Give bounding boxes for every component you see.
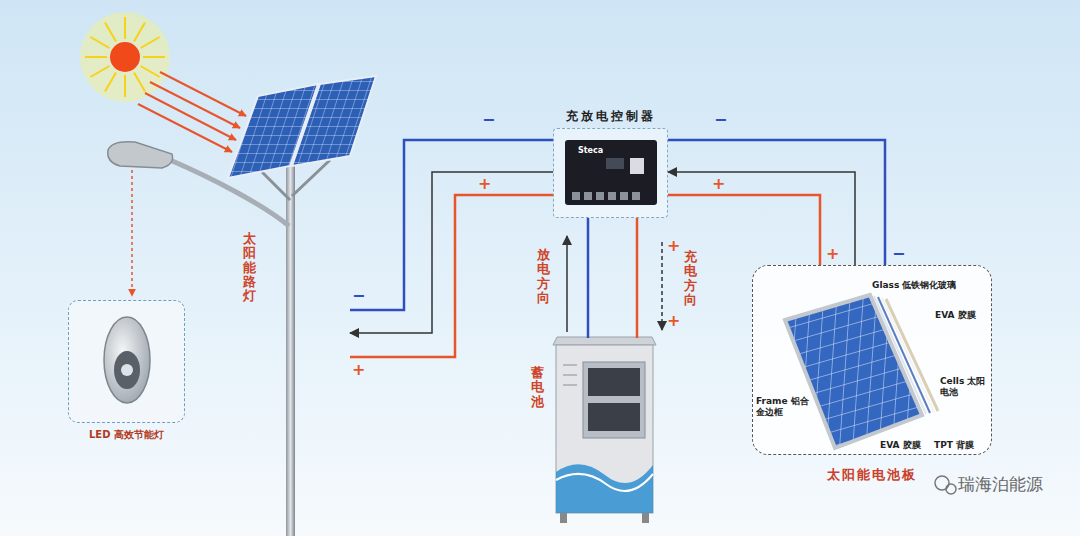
watermark: 瑞海泊能源 xyxy=(958,474,1043,494)
wire-connector xyxy=(662,242,663,330)
watermark-icon xyxy=(935,476,956,494)
wire xyxy=(350,195,553,357)
sun-disc xyxy=(110,42,140,72)
wire-connector xyxy=(350,140,553,357)
cabinet-marks xyxy=(563,365,577,385)
lamp-arm xyxy=(170,160,289,226)
wire xyxy=(661,242,663,330)
polarity-sign: + xyxy=(826,246,839,262)
polarity-sign: + xyxy=(352,362,365,378)
part-name: EVA 胶膜 xyxy=(935,310,976,321)
cabinet-leg xyxy=(560,513,567,523)
led-lamp-drawing xyxy=(68,300,185,423)
box-ground xyxy=(553,128,668,218)
usb-port xyxy=(630,158,644,174)
controller-box: 充放电控制器 xyxy=(553,128,668,218)
led-housing xyxy=(104,317,150,403)
solar-module-box: 太阳能电池板 xyxy=(752,265,992,455)
lamp-head xyxy=(108,142,173,168)
node-label: LED 高效节能灯 xyxy=(89,428,164,442)
polarity-sign: + xyxy=(667,238,680,254)
polarity-sign: + xyxy=(478,176,491,192)
node-label: 太阳能电池板 xyxy=(827,466,917,484)
cabinet-lid xyxy=(553,337,656,345)
pole xyxy=(286,160,295,536)
display xyxy=(606,158,624,169)
layer-tpt xyxy=(886,299,938,411)
leader-line xyxy=(131,170,133,296)
polarity-sign: − xyxy=(352,288,365,304)
polarity-sign: − xyxy=(482,112,495,128)
led-lens xyxy=(114,351,140,389)
polarity-sign: + xyxy=(667,313,680,329)
wire-connector xyxy=(668,140,885,265)
wire xyxy=(668,140,885,265)
part-name: TPT 背膜 xyxy=(934,440,974,451)
solar-module-drawing xyxy=(752,265,992,455)
led-chip xyxy=(121,364,133,376)
node-label: 太阳能路灯 xyxy=(243,232,256,303)
part-name: Glass 低铁钢化玻璃 xyxy=(872,280,956,291)
polarity-sign: − xyxy=(892,246,905,262)
sun-beams xyxy=(138,72,246,152)
battery-drawing xyxy=(553,337,656,523)
pv-module xyxy=(785,295,922,448)
street-light: 太阳能路灯 xyxy=(236,225,350,525)
node-label: 蓄电池 xyxy=(531,366,544,409)
cabinet-leg xyxy=(642,513,649,523)
battery-unit xyxy=(588,403,640,431)
box-ground xyxy=(752,265,992,455)
wave-decor xyxy=(556,464,653,513)
cabinet-body xyxy=(556,345,653,513)
cabinet-window xyxy=(583,362,645,438)
direction-label: 充电方向 xyxy=(684,250,697,307)
part-name: EVA 胶膜 xyxy=(880,440,921,451)
sun xyxy=(80,12,170,102)
node-label: 充放电控制器 xyxy=(566,108,656,125)
brand-mark: Steca xyxy=(578,146,603,155)
polarity-sign: + xyxy=(712,176,725,192)
battery-cabinet: 蓄电池 xyxy=(553,338,656,520)
layer-glass xyxy=(874,296,926,414)
part-name: Cells 太阳电池 xyxy=(940,376,990,398)
wire xyxy=(636,218,639,338)
layer-eva xyxy=(882,298,934,412)
wire xyxy=(587,218,590,338)
sun-glow xyxy=(80,12,170,102)
controller-drawing xyxy=(553,128,668,218)
wire xyxy=(350,140,553,310)
direction-label: 放电方向 xyxy=(537,248,550,305)
box-ground xyxy=(68,300,185,423)
layer-cells xyxy=(878,297,930,413)
sun-rays xyxy=(85,17,165,97)
part-name: Frame 铝合金边框 xyxy=(756,396,814,418)
led-lamp-box: LED 高效节能灯 xyxy=(68,300,185,423)
controller-device xyxy=(565,140,657,205)
wire xyxy=(566,236,568,332)
pv-panel xyxy=(292,76,376,166)
battery-unit xyxy=(588,368,640,396)
wire-connector xyxy=(567,236,568,332)
terminals xyxy=(572,192,640,200)
polarity-sign: − xyxy=(714,112,727,128)
wire-connector xyxy=(588,218,637,338)
wave-decor xyxy=(556,474,653,491)
